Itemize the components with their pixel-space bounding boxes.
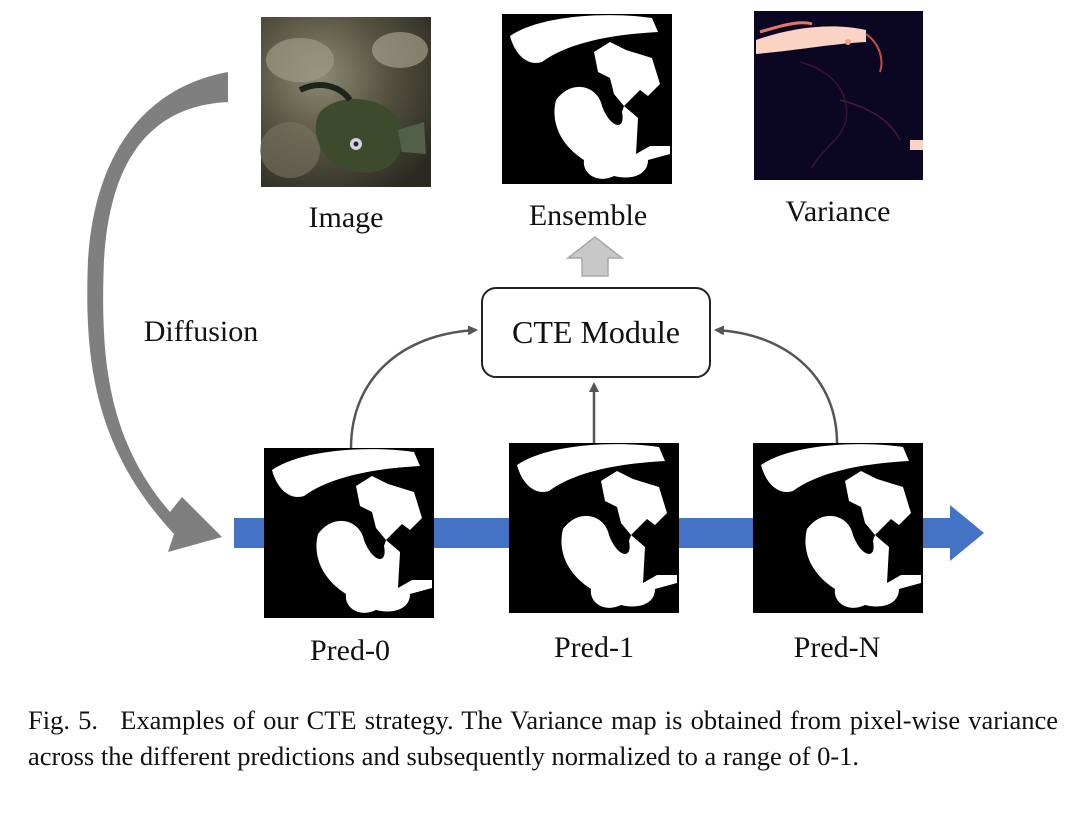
variance-map <box>754 11 923 180</box>
ensemble-up-arrow <box>565 236 625 277</box>
diffusion-arrow <box>87 72 228 552</box>
pred-0-mask <box>264 448 434 618</box>
label-diffusion: Diffusion <box>144 315 258 348</box>
label-pred-1: Pred-1 <box>554 631 634 664</box>
connector-pred-n <box>714 325 839 444</box>
pred-1-mask <box>509 443 679 613</box>
pred-n-mask <box>753 443 923 613</box>
label-image: Image <box>309 201 384 234</box>
figure-caption: Fig. 5. Examples of our CTE strategy. Th… <box>28 702 1058 774</box>
caption-figure-number: Fig. 5. <box>28 705 99 735</box>
label-pred-n: Pred-N <box>794 631 881 664</box>
connector-pred-0 <box>349 325 478 449</box>
figure-diagram: Image Ensemble Variance Diffusion CTE Mo… <box>87 11 984 667</box>
label-pred-0: Pred-0 <box>310 634 390 667</box>
label-ensemble: Ensemble <box>529 199 647 232</box>
cte-module-box <box>481 287 711 378</box>
caption-text: Examples of our CTE strategy. The Varian… <box>28 705 1058 771</box>
input-image <box>260 17 431 187</box>
label-variance: Variance <box>786 195 891 228</box>
ensemble-mask <box>502 14 672 184</box>
label-cte-module: CTE Module <box>512 314 680 350</box>
